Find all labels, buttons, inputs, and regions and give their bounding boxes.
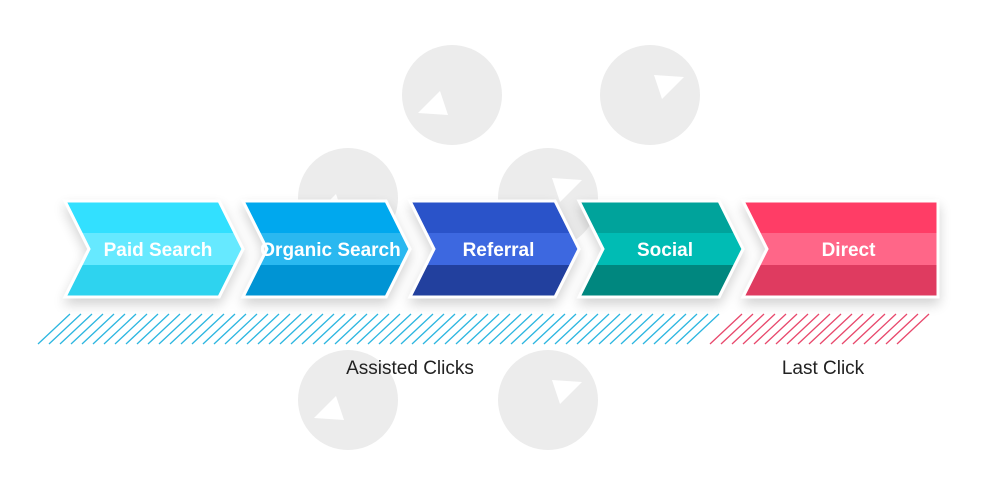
hatch-stroke — [554, 313, 588, 345]
hatch-stroke — [742, 313, 776, 345]
chevron-segment: Social — [576, 199, 745, 299]
hatch-stroke — [565, 313, 599, 345]
hatch-stroke — [620, 313, 654, 345]
last-click-caption: Last Click — [782, 358, 865, 379]
hatch-stroke — [345, 313, 379, 345]
hatch-stroke — [841, 313, 875, 345]
hatch-stroke — [312, 313, 346, 345]
hatch-stroke — [246, 313, 280, 345]
watermark-arrow-icon — [402, 45, 502, 145]
hatch-stroke — [709, 313, 743, 345]
hatch-stroke — [356, 313, 390, 345]
hatch-stroke — [400, 313, 434, 345]
assisted-clicks-caption: Assisted Clicks — [346, 358, 474, 379]
watermark-arrow-icon — [498, 350, 598, 450]
hatch-stroke — [389, 313, 423, 345]
hatch-stroke — [885, 313, 919, 345]
hatch-stroke — [499, 313, 533, 345]
channel-chevron-bar: Paid Search Organic Search Referral Social D… — [62, 199, 940, 299]
hatch-stroke — [213, 313, 247, 345]
hatch-stroke — [444, 313, 478, 345]
hatch-stroke — [731, 313, 765, 345]
hatch-stroke — [59, 313, 93, 345]
hatch-stroke — [764, 313, 798, 345]
chevron-segment: Direct — [740, 199, 940, 299]
hatch-stroke — [874, 313, 908, 345]
hatch-stroke — [631, 313, 665, 345]
hatch-stroke — [378, 313, 412, 345]
hatch-stroke — [852, 313, 886, 345]
hatch-stroke — [367, 313, 401, 345]
watermark-arrow-icon — [298, 350, 398, 450]
hatch-stroke — [797, 313, 831, 345]
segment-label: Referral — [463, 240, 535, 261]
hatch-stroke — [830, 313, 864, 345]
chevron-segment: Referral — [407, 199, 581, 299]
hatch-stroke — [532, 313, 566, 345]
hatch-stroke — [686, 313, 720, 345]
hatch-stroke — [466, 313, 500, 345]
hatch-stroke — [81, 313, 115, 345]
hatch-stroke — [720, 313, 754, 345]
hatch-stroke — [808, 313, 842, 345]
hatch-stroke — [48, 313, 82, 345]
hatch-stroke — [125, 313, 159, 345]
hatch-stroke — [92, 313, 126, 345]
watermark-arrow-icon — [600, 45, 700, 145]
hatch-stroke — [576, 313, 610, 345]
chevron-segment: Organic Search — [240, 199, 412, 299]
hatch-stroke — [753, 313, 787, 345]
hatch-stroke — [180, 313, 214, 345]
hatch-stroke — [863, 313, 897, 345]
hatch-stroke — [224, 313, 258, 345]
hatch-stroke — [598, 313, 632, 345]
hatch-stroke — [37, 313, 71, 345]
hatch-stroke — [896, 313, 930, 345]
hatch-stroke — [521, 313, 555, 345]
hatch-stroke — [136, 313, 170, 345]
last-click-hatch — [709, 313, 930, 345]
segment-label: Direct — [822, 240, 877, 261]
hatch-stroke — [609, 313, 643, 345]
hatch-stroke — [334, 313, 368, 345]
segment-label: Paid Search — [104, 240, 213, 261]
hatch-stroke — [301, 313, 335, 345]
hatch-stroke — [114, 313, 148, 345]
hatch-stroke — [257, 313, 291, 345]
hatch-stroke — [169, 313, 203, 345]
hatch-stroke — [411, 313, 445, 345]
hatch-stroke — [290, 313, 324, 345]
hatch-stroke — [477, 313, 511, 345]
hatch-stroke — [191, 313, 225, 345]
hatch-stroke — [202, 313, 236, 345]
hatch-stroke — [323, 313, 357, 345]
hatch-stroke — [103, 313, 137, 345]
hatch-stroke — [70, 313, 104, 345]
hatch-stroke — [147, 313, 181, 345]
hatch-stroke — [158, 313, 192, 345]
hatch-stroke — [664, 313, 698, 345]
segment-label: Organic Search — [260, 240, 400, 261]
hatch-stroke — [433, 313, 467, 345]
hatch-stroke — [675, 313, 709, 345]
hatch-stroke — [642, 313, 676, 345]
hatch-stroke — [653, 313, 687, 345]
hatch-stroke — [775, 313, 809, 345]
hatch-stroke — [786, 313, 820, 345]
hatch-stroke — [268, 313, 302, 345]
hatch-stroke — [235, 313, 269, 345]
segment-label: Social — [637, 240, 693, 261]
hatch-stroke — [543, 313, 577, 345]
assisted-clicks-hatch — [37, 313, 720, 345]
hatch-stroke — [488, 313, 522, 345]
hatch-stroke — [455, 313, 489, 345]
hatch-stroke — [422, 313, 456, 345]
chevron-segment: Paid Search — [62, 199, 245, 299]
hatch-stroke — [510, 313, 544, 345]
hatch-stroke — [587, 313, 621, 345]
hatch-stroke — [819, 313, 853, 345]
hatch-stroke — [279, 313, 313, 345]
